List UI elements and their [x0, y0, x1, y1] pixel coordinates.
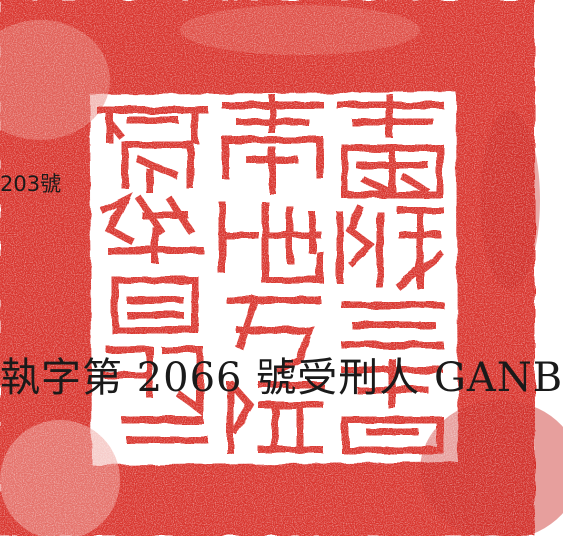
document-case-line: 執字第 2066 號受刑人 GANB	[0, 355, 563, 401]
document-number-fragment: 203號	[0, 172, 62, 196]
